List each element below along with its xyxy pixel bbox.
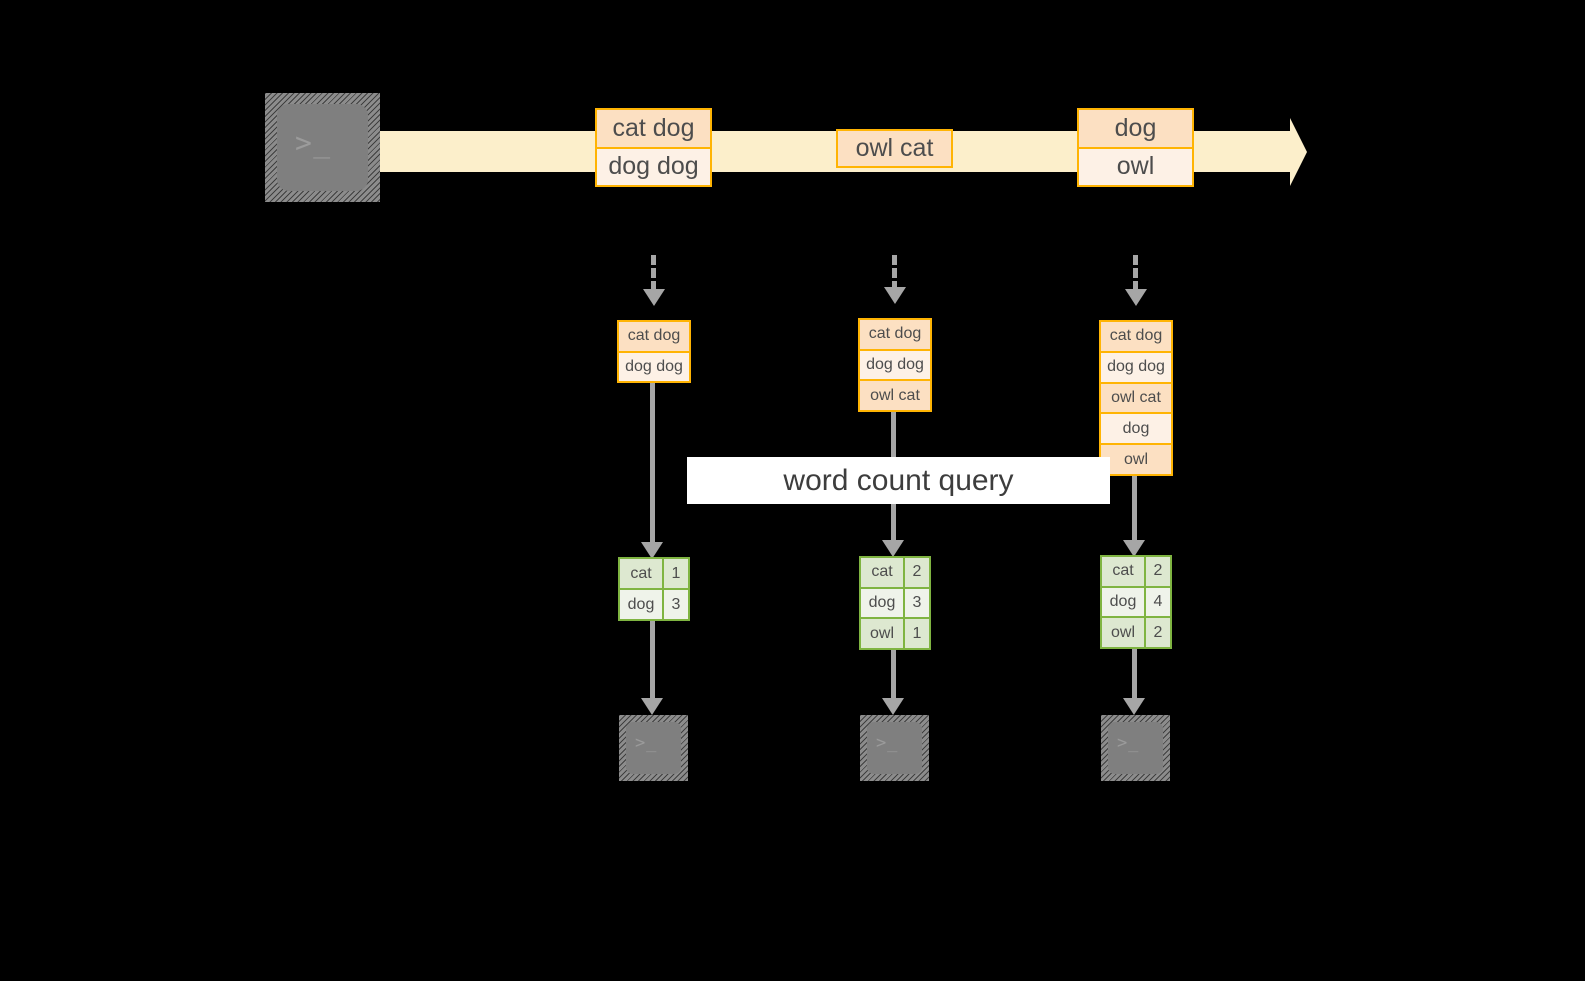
buffer-line: owl bbox=[1101, 443, 1171, 474]
count-cell: 1 bbox=[662, 559, 688, 588]
word-cell: owl bbox=[861, 619, 903, 649]
terminal-plate bbox=[1108, 722, 1163, 774]
count-cell: 2 bbox=[1144, 557, 1170, 586]
sink-connector-arrowhead-3 bbox=[1123, 698, 1145, 715]
producer-terminal[interactable]: >_ bbox=[265, 93, 380, 202]
count-cell: 3 bbox=[662, 590, 688, 619]
table-row: cat 2 bbox=[861, 558, 929, 587]
query-connector-1 bbox=[650, 383, 655, 544]
stream-record-3[interactable]: dog owl bbox=[1077, 108, 1194, 187]
table-row: owl 1 bbox=[861, 617, 929, 649]
sink-connector-1 bbox=[650, 621, 655, 701]
query-connector-arrowhead-3 bbox=[1123, 540, 1145, 557]
word-cell: cat bbox=[1102, 557, 1144, 586]
tap-connector-1 bbox=[651, 255, 656, 291]
count-cell: 2 bbox=[903, 558, 929, 587]
word-cell: owl bbox=[1102, 618, 1144, 648]
word-cell: dog bbox=[620, 590, 662, 619]
tap-connector-2 bbox=[892, 255, 897, 291]
result-table-1[interactable]: cat 1 dog 3 bbox=[618, 557, 690, 621]
buffer-line: dog dog bbox=[860, 348, 930, 380]
terminal-plate bbox=[867, 722, 922, 774]
table-row: cat 1 bbox=[620, 559, 688, 588]
tap-connector-arrowhead-3 bbox=[1125, 289, 1147, 306]
count-cell: 3 bbox=[903, 588, 929, 618]
sink-terminal-2[interactable]: >_ bbox=[860, 715, 929, 781]
word-cell: dog bbox=[861, 588, 903, 618]
table-row: dog 3 bbox=[861, 586, 929, 618]
sink-terminal-1[interactable]: >_ bbox=[619, 715, 688, 781]
record-line: dog bbox=[1079, 110, 1192, 147]
buffer-line: cat dog bbox=[860, 320, 930, 349]
buffer-line: owl cat bbox=[860, 379, 930, 411]
terminal-prompt-icon: >_ bbox=[635, 733, 658, 753]
table-row: cat 2 bbox=[1102, 557, 1170, 586]
record-line: owl cat bbox=[838, 131, 951, 166]
stream-record-2[interactable]: owl cat bbox=[836, 129, 953, 168]
record-line: owl bbox=[1079, 146, 1192, 185]
count-cell: 4 bbox=[1144, 587, 1170, 617]
query-connector-3 bbox=[1132, 476, 1137, 544]
snapshot-buffer-2[interactable]: cat dog dog dog owl cat bbox=[858, 318, 932, 412]
terminal-plate bbox=[277, 104, 368, 191]
query-label: word count query bbox=[687, 457, 1110, 504]
count-cell: 1 bbox=[903, 619, 929, 649]
query-connector-arrowhead-2 bbox=[882, 540, 904, 557]
word-cell: cat bbox=[861, 558, 903, 587]
buffer-line: dog dog bbox=[619, 350, 689, 381]
buffer-line: owl cat bbox=[1101, 381, 1171, 413]
sink-terminal-3[interactable]: >_ bbox=[1101, 715, 1170, 781]
tap-connector-3 bbox=[1133, 255, 1138, 291]
tap-connector-arrowhead-2 bbox=[884, 287, 906, 304]
terminal-plate bbox=[626, 722, 681, 774]
table-row: dog 4 bbox=[1102, 585, 1170, 617]
buffer-line: dog bbox=[1101, 412, 1171, 444]
record-line: dog dog bbox=[597, 146, 710, 185]
buffer-line: cat dog bbox=[619, 322, 689, 351]
stream-record-1[interactable]: cat dog dog dog bbox=[595, 108, 712, 187]
table-row: owl 2 bbox=[1102, 616, 1170, 648]
word-cell: cat bbox=[620, 559, 662, 588]
buffer-line: cat dog bbox=[1101, 322, 1171, 351]
sink-connector-arrowhead-1 bbox=[641, 698, 663, 715]
result-table-3[interactable]: cat 2 dog 4 owl 2 bbox=[1100, 555, 1172, 649]
count-cell: 2 bbox=[1144, 618, 1170, 648]
word-cell: dog bbox=[1102, 587, 1144, 617]
terminal-prompt-icon: >_ bbox=[295, 126, 332, 159]
result-table-2[interactable]: cat 2 dog 3 owl 1 bbox=[859, 556, 931, 650]
sink-connector-2 bbox=[891, 650, 896, 701]
sink-connector-arrowhead-2 bbox=[882, 698, 904, 715]
table-row: dog 3 bbox=[620, 588, 688, 619]
tap-connector-arrowhead-1 bbox=[643, 289, 665, 306]
snapshot-buffer-3[interactable]: cat dog dog dog owl cat dog owl bbox=[1099, 320, 1173, 476]
record-line: cat dog bbox=[597, 110, 710, 147]
terminal-prompt-icon: >_ bbox=[876, 733, 899, 753]
query-connector-arrowhead-1 bbox=[641, 542, 663, 559]
sink-connector-3 bbox=[1132, 649, 1137, 701]
terminal-prompt-icon: >_ bbox=[1117, 733, 1140, 753]
buffer-line: dog dog bbox=[1101, 350, 1171, 382]
snapshot-buffer-1[interactable]: cat dog dog dog bbox=[617, 320, 691, 383]
stream-arrowhead bbox=[1290, 118, 1307, 186]
